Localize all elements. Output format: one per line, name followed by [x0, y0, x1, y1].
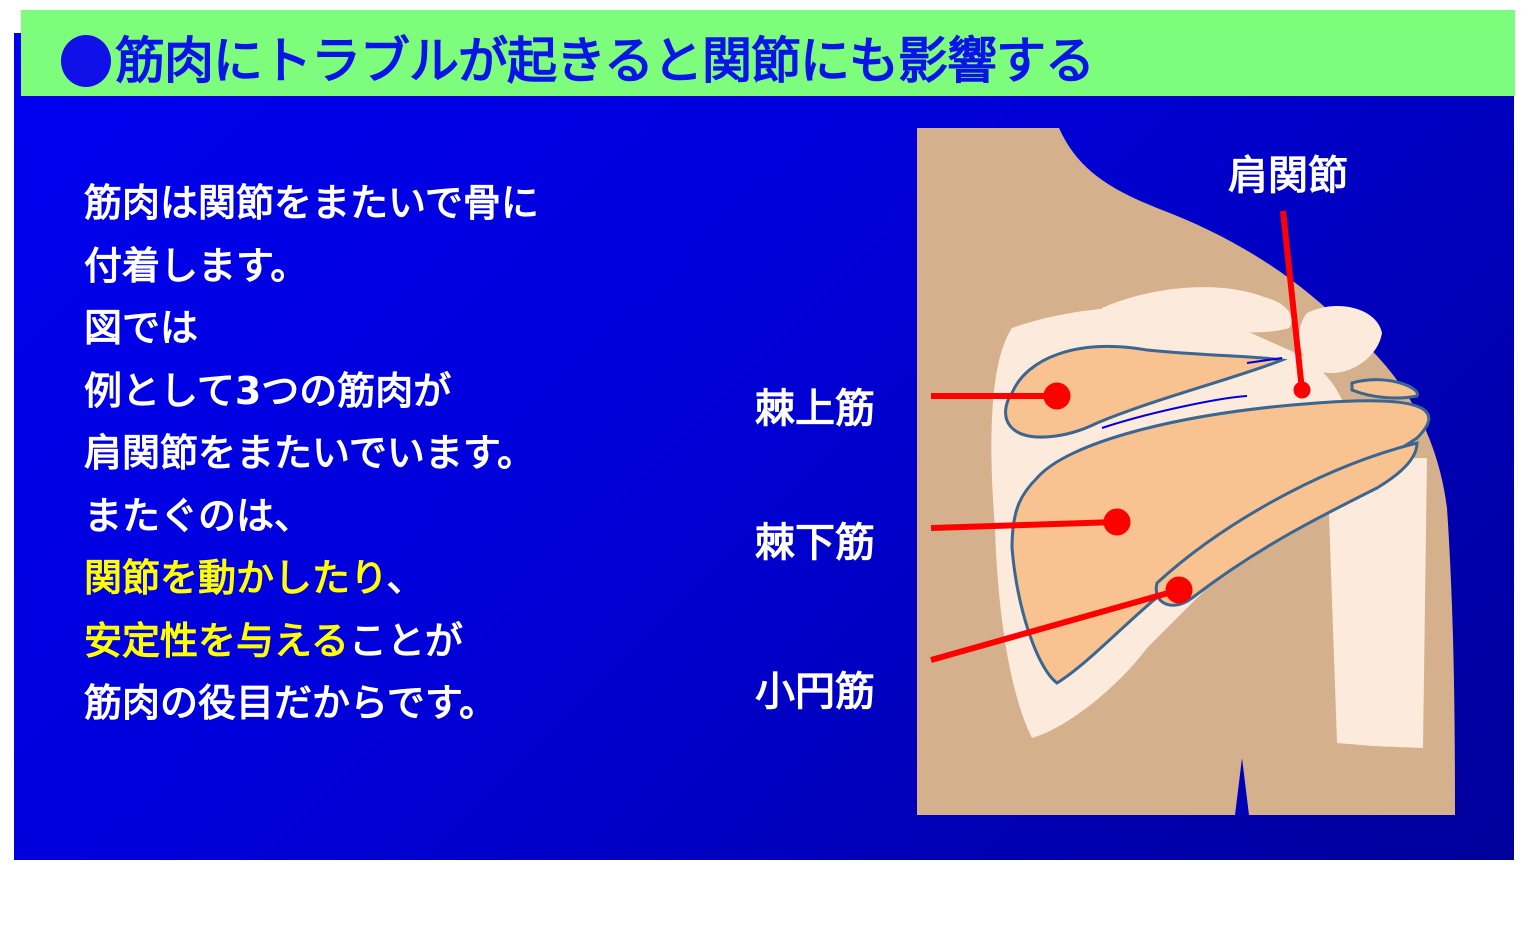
shoulder-anatomy-diagram: [917, 128, 1455, 815]
text-line: 図では: [84, 306, 199, 350]
label-teres-minor: 小円筋: [755, 669, 875, 715]
page-title: 筋肉にトラブルが起きると関節にも影響する: [61, 18, 1095, 104]
armpit-gap: [1235, 758, 1249, 815]
text-line: 筋肉の役目だからです。: [84, 681, 498, 725]
tendon-line: [1246, 357, 1283, 364]
text-line: 例として3つの筋肉が: [84, 368, 452, 413]
highlight-text: 関節を動かしたり: [84, 556, 387, 600]
bullet-circle-icon: [61, 34, 111, 87]
teres-minor-muscle: [1154, 441, 1419, 607]
label-shoulder-joint: 肩関節: [1228, 153, 1348, 199]
title-text: 筋肉にトラブルが起きると関節にも影響する: [115, 32, 1095, 90]
acromion-bone: [1299, 305, 1382, 374]
text-line-tail: 、: [386, 556, 425, 600]
text-line: 関節を動かしたり、: [84, 547, 539, 610]
text-line: 安定性を与えることが: [84, 610, 539, 673]
text-line: 付着します。: [84, 243, 309, 288]
label-supraspinatus: 棘上筋: [755, 386, 875, 432]
text-line-tail: ことが: [348, 618, 463, 663]
clavicle-bone: [1101, 287, 1292, 333]
title-bar: 筋肉にトラブルが起きると関節にも影響する: [21, 10, 1515, 96]
pointer-lines: [930, 210, 1311, 663]
text-line: 筋肉は関節をまたいで骨に: [84, 181, 539, 225]
humerus-bone: [1327, 458, 1427, 748]
tendon-line: [1101, 395, 1248, 429]
text-line: 肩関節をまたいでいます。: [84, 431, 536, 475]
acromion-outline: [1350, 378, 1419, 400]
text-line: またぐのは、: [84, 493, 313, 538]
highlight-text: 安定性を与える: [84, 618, 349, 663]
supraspinatus-muscle: [1004, 345, 1288, 439]
label-infraspinatus: 棘下筋: [755, 520, 875, 566]
explanation-text: 筋肉は関節をまたいで骨に 付着します。 図では 例として3つの筋肉が 肩関節をま…: [84, 172, 539, 735]
